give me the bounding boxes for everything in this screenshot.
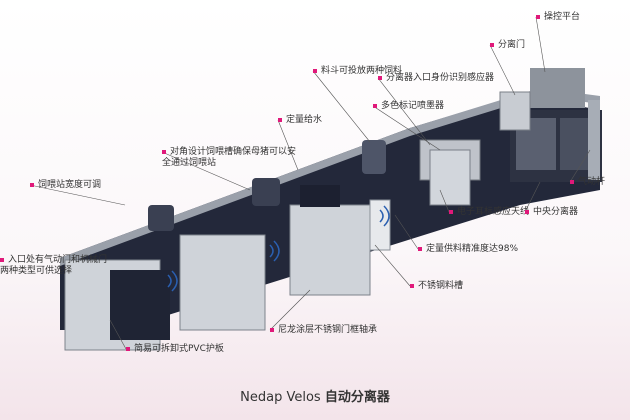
title-suffix: 自动分离器 (324, 390, 390, 405)
callout-pvc-panel: 简易可拆卸式PVC护板 (126, 344, 224, 355)
callout-station-width: 饲喂站宽度可调 (30, 180, 101, 191)
wifi-icon (379, 205, 390, 227)
callout-multicolor-sprayer: 多色标记喷墨器 (373, 101, 444, 112)
callout-separation-gate: 分离门 (490, 40, 525, 51)
wifi-icon (167, 270, 178, 292)
pvc-panel-body (110, 270, 170, 340)
callout-central-separator: 中央分离器 (525, 207, 578, 218)
callout-separator-entry-sensor: 分离器入口身份识别感应器 (378, 73, 494, 84)
callout-steel-trough: 不锈钢料槽 (410, 281, 463, 292)
hopper-body (362, 140, 386, 174)
station-3 (289, 185, 391, 296)
callout-nylon-bearing: 尼龙涂层不锈钢门框轴承 (270, 325, 377, 336)
callout-feed-accuracy: 定量供料精准度达98% (418, 244, 518, 255)
callout-pneumatic-rod: 气动杆 (570, 177, 605, 188)
callout-water-supply: 定量给水 (278, 115, 322, 126)
control-platform-body (530, 68, 585, 108)
station-2 (179, 178, 280, 331)
diagram-title: Nedap Velos 自动分离器 (0, 386, 630, 405)
callout-diagonal-trough: 对角设计饲喂槽确保母猪可以安全通过饲喂站 (162, 147, 297, 168)
callout-hopper: 料斗可投放两种饲料 (313, 66, 402, 77)
leader-lines (29, 16, 591, 350)
wifi-icon (269, 240, 280, 262)
callout-ear-tag-antenna: 电子耳标感应天线 (449, 207, 529, 218)
separation-gate-body (499, 91, 531, 131)
pneumatic-rod-body (588, 100, 600, 180)
callout-entrance-gate: 入口处有气动门和机械门两种类型可供选择 (0, 255, 108, 276)
callout-control-platform: 操控平台 (536, 12, 580, 23)
title-brand: Nedap Velos (240, 390, 321, 405)
ear-tag-antenna-body (429, 149, 471, 206)
